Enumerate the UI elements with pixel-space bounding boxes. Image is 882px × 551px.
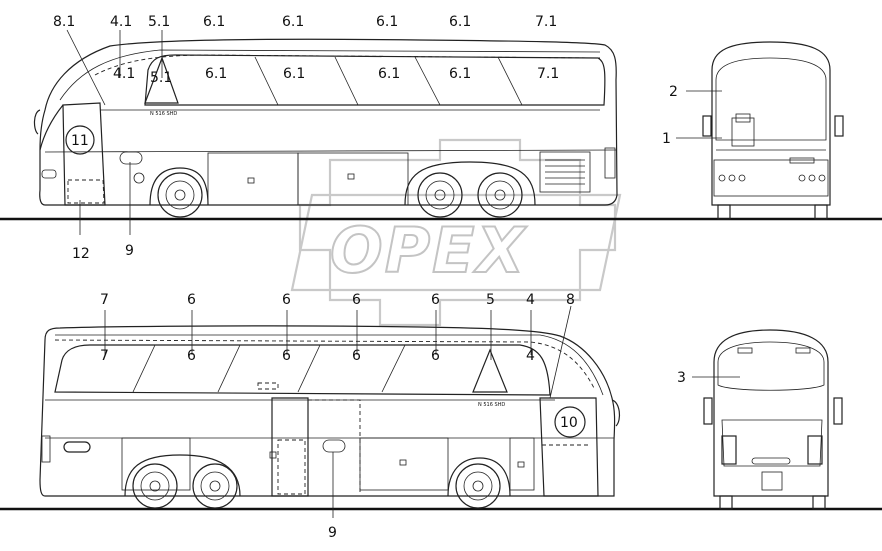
label-6-b: 6 (282, 292, 291, 308)
label-6-1-a: 6.1 (203, 14, 225, 30)
bus-side-view-left: N 516 SHD (39, 305, 621, 518)
label-1: 1 (662, 131, 671, 147)
label-7-1: 7.1 (535, 14, 557, 30)
rear-view-labels: 3 (677, 370, 686, 386)
marker-11-circle (65, 125, 95, 155)
label-6-1-window-d: 6.1 (449, 66, 471, 82)
label-6-window-a: 6 (187, 348, 196, 364)
label-5-1: 5.1 (148, 14, 170, 30)
watermark: OPEX (290, 138, 622, 327)
label-7: 7 (100, 292, 109, 308)
label-2: 2 (669, 84, 678, 100)
label-4: 4 (526, 292, 535, 308)
label-6-1-c: 6.1 (376, 14, 398, 30)
label-6-window-d: 6 (431, 348, 440, 364)
label-6-1-window-b: 6.1 (283, 66, 305, 82)
marker-10-circle (554, 406, 586, 438)
label-6-d: 6 (431, 292, 440, 308)
label-8: 8 (566, 292, 575, 308)
label-5-1-window: 5.1 (150, 70, 172, 86)
bus-front-view (676, 41, 844, 220)
bus-rear-view (692, 329, 843, 510)
top-view-labels: 8.1 4.1 5.1 6.1 6.1 6.1 6.1 7.1 4.1 5.1 … (53, 14, 559, 262)
label-9-top: 9 (125, 243, 134, 259)
label-6-a: 6 (187, 292, 196, 308)
bus-side-view-right: N 516 SHD (33, 29, 618, 235)
label-4-1: 4.1 (110, 14, 132, 30)
label-4-1-window: 4.1 (113, 66, 135, 82)
label-6-c: 6 (352, 292, 361, 308)
front-view-labels: 2 1 (662, 84, 678, 147)
label-6-window-c: 6 (352, 348, 361, 364)
label-7-window: 7 (100, 348, 109, 364)
label-12: 12 (72, 246, 90, 262)
label-4-window: 4 (526, 348, 535, 364)
label-6-window-b: 6 (282, 348, 291, 364)
label-5: 5 (486, 292, 495, 308)
label-6-1-window-a: 6.1 (205, 66, 227, 82)
label-7-1-window: 7.1 (537, 66, 559, 82)
label-8-1: 8.1 (53, 14, 75, 30)
label-9-bottom: 9 (328, 525, 337, 541)
bottom-view-labels: 7 6 6 6 6 5 4 8 7 6 6 6 6 4 10 9 (100, 292, 578, 541)
label-6-1-b: 6.1 (282, 14, 304, 30)
label-6-1-window-c: 6.1 (378, 66, 400, 82)
watermark-text: OPEX (330, 214, 527, 287)
label-6-1-d: 6.1 (449, 14, 471, 30)
label-11: 11 (71, 133, 89, 149)
label-3: 3 (677, 370, 686, 386)
model-badge-top: N 516 SHD (150, 111, 177, 117)
model-badge-bottom: N 516 SHD (478, 402, 505, 408)
label-10: 10 (560, 415, 578, 431)
